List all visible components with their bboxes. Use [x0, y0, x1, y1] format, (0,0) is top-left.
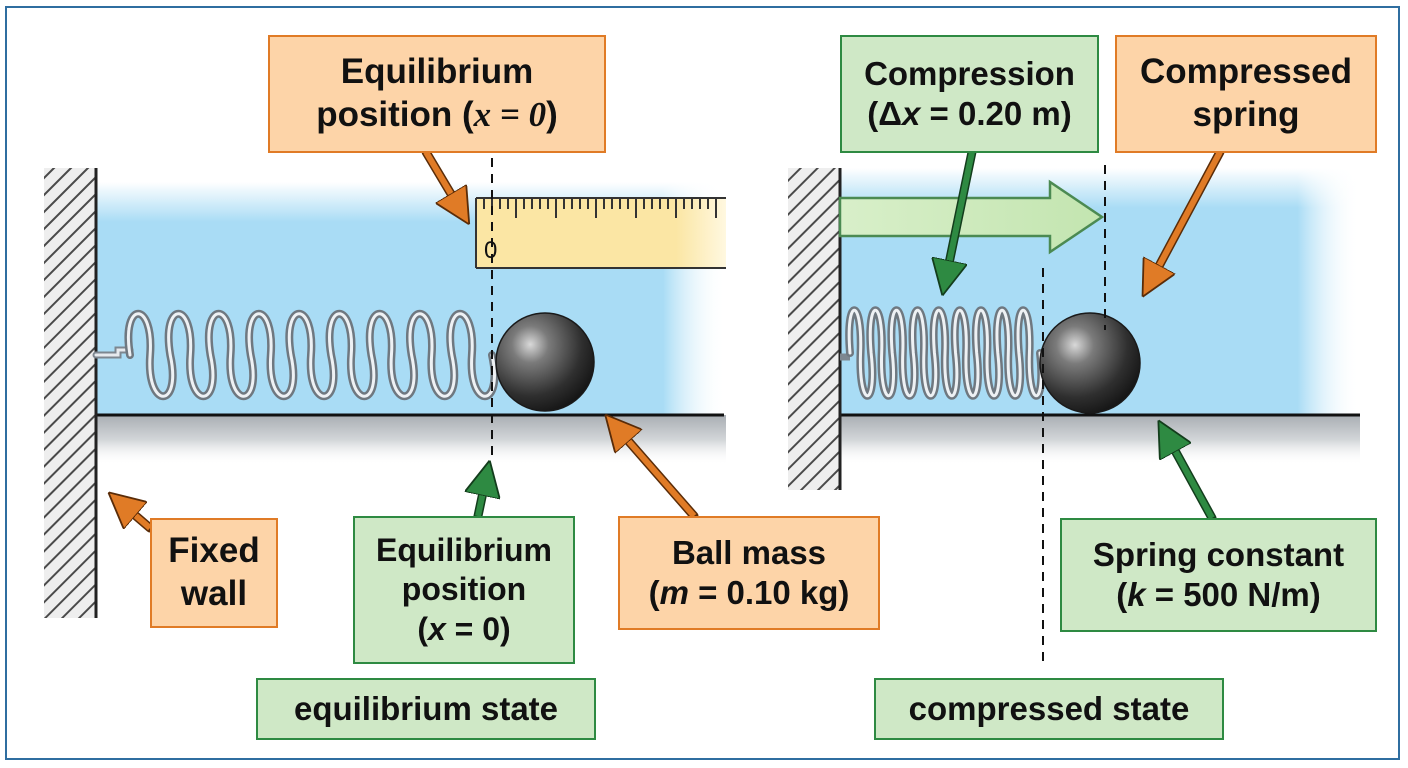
compression-line1: Compression	[864, 54, 1075, 92]
eq-top-line2-end: )	[546, 95, 558, 134]
eq-bottom-line1: Equilibrium	[376, 532, 552, 569]
spring-coil-icon	[92, 309, 499, 401]
equilibrium-state-label: equilibrium state	[256, 678, 596, 740]
right-floor	[840, 415, 1360, 465]
ruler-zero-label: 0	[484, 237, 497, 264]
fixed-wall-hatch-icon	[44, 168, 96, 618]
fixed-wall-label: Fixed wall	[150, 518, 278, 628]
ball-mass-label: Ball mass (m = 0.10 kg)	[618, 516, 880, 630]
equilibrium-position-bottom-label: Equilibrium position (x = 0)	[353, 516, 575, 664]
ruler-icon: 0	[475, 197, 726, 269]
compressed-spring-line1: Compressed	[1139, 52, 1353, 92]
right-wall-hatch-icon	[788, 168, 840, 490]
compressed-state-label: compressed state	[874, 678, 1224, 740]
right-steel-ball-icon	[1039, 312, 1141, 414]
ball-mass-var: m	[659, 574, 689, 611]
fixed-wall-line1: Fixed	[168, 531, 260, 571]
diagram-frame	[5, 6, 1400, 760]
equilibrium-position-top-label: Equilibrium position (x = 0)	[268, 35, 606, 153]
compression-line2: (Δ	[867, 95, 902, 132]
ball-mass-line1: Ball mass	[671, 533, 827, 571]
equilibrium-state-text: equilibrium state	[293, 689, 559, 727]
compression-line2-end: = 0.20 m)	[920, 95, 1072, 132]
fixed-wall-line2: wall	[180, 574, 248, 613]
eq-top-math: x = 0	[473, 95, 547, 134]
steel-ball-icon	[495, 312, 595, 412]
spring-constant-line2-end: = 500 N/m)	[1145, 576, 1321, 613]
spring-constant-var: k	[1127, 576, 1146, 613]
ball-mass-line2-end: = 0.10 kg)	[688, 574, 850, 611]
direction-arrow-icon	[838, 179, 1105, 255]
eq-bottom-open: (	[417, 610, 428, 647]
spring-constant-label: Spring constant (k = 500 N/m)	[1060, 518, 1377, 632]
compressed-state-text: compressed state	[908, 689, 1190, 727]
ball-mass-open: (	[648, 574, 660, 611]
spring-constant-open: (	[1116, 576, 1128, 613]
eq-bottom-var: x	[427, 610, 446, 647]
callout-arrows	[122, 147, 1225, 533]
spring-constant-line1: Spring constant	[1092, 535, 1345, 573]
compressed-spring-label: Compressed spring	[1115, 35, 1377, 153]
compressed-spring-coil-icon	[840, 306, 1046, 400]
eq-bottom-line2: position	[401, 571, 527, 608]
eq-top-line2: position (	[316, 95, 474, 134]
right-scene	[788, 165, 1360, 665]
eq-bottom-line3-end: = 0)	[445, 610, 511, 647]
compression-label: Compression (Δx = 0.20 m)	[840, 35, 1099, 153]
eq-top-line1: Equilibrium	[340, 52, 534, 92]
compressed-spring-line2: spring	[1192, 95, 1300, 134]
compression-var: x	[902, 95, 921, 132]
